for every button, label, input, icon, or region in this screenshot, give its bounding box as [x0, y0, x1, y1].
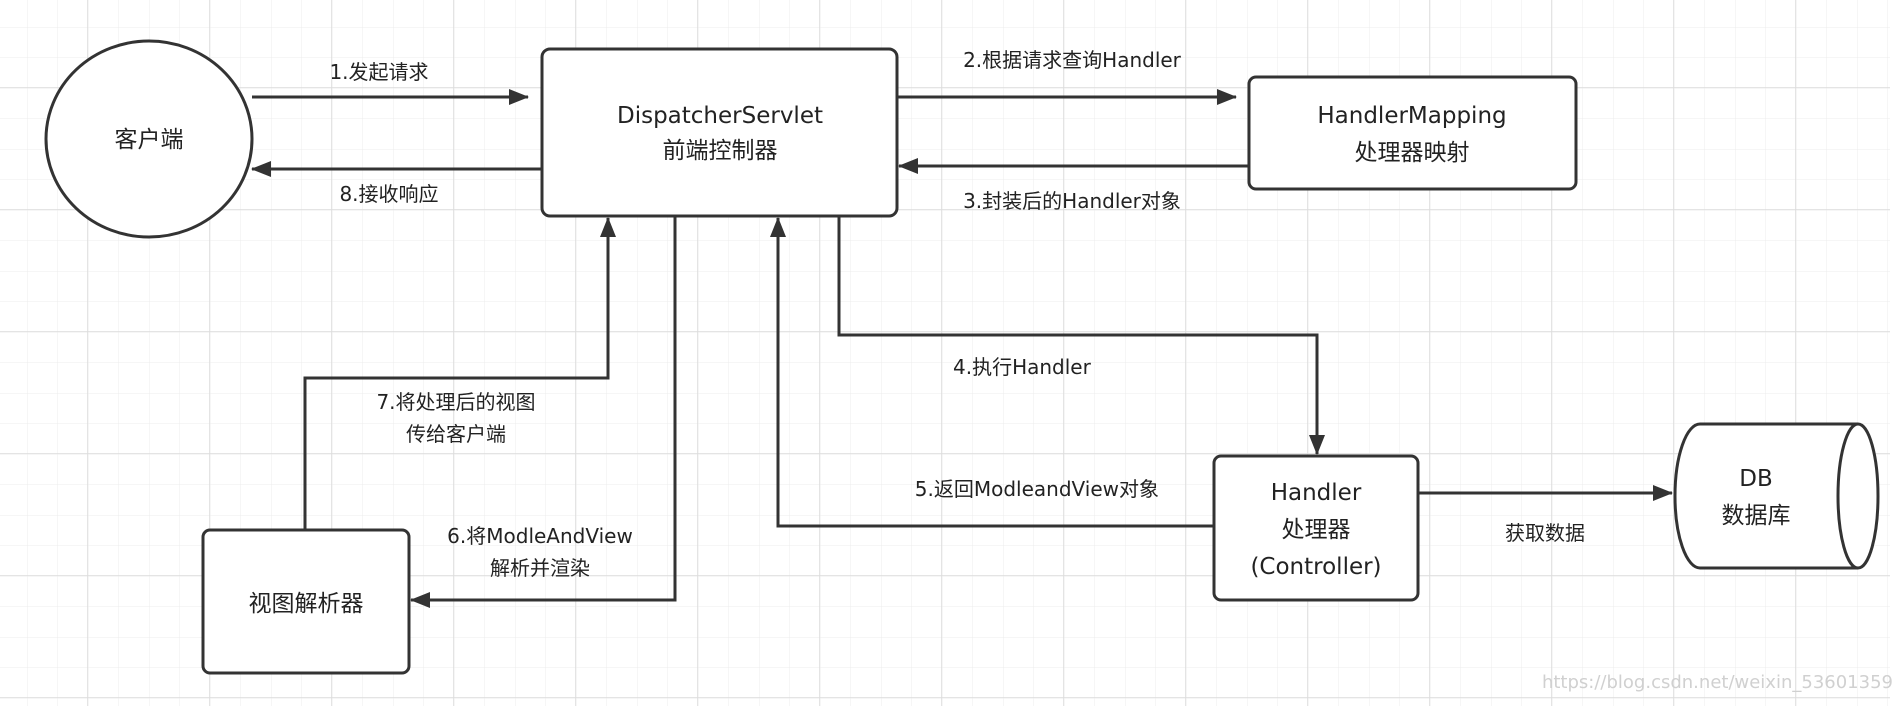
- node-dispatcher-servlet[interactable]: DispatcherServlet 前端控制器: [540, 47, 899, 218]
- node-handler[interactable]: Handler 处理器 (Controller): [1212, 454, 1420, 602]
- edge-5-arrow: [770, 217, 1214, 528]
- edge-7-label-line1: 7.将处理后的视图: [376, 390, 535, 414]
- db-fetch-label: 获取数据: [1505, 521, 1585, 545]
- edge-6-label-line2: 解析并渲染: [490, 556, 590, 580]
- edge-6-arrow: [410, 216, 677, 608]
- edge-4-label: 4.执行Handler: [953, 355, 1092, 379]
- edge-3-label: 3.封装后的Handler对象: [963, 189, 1181, 213]
- db-title: DB: [1739, 466, 1773, 492]
- edge-7-label-line2: 传给客户端: [406, 422, 506, 446]
- handler-mapping-title: HandlerMapping: [1317, 103, 1506, 129]
- edge-8-label: 8.接收响应: [339, 182, 438, 206]
- edge-6-label-line1: 6.将ModleAndView: [447, 524, 633, 548]
- node-client[interactable]: 客户端: [44, 39, 254, 239]
- edge-2-label: 2.根据请求查询Handler: [963, 48, 1182, 72]
- edge-5-label: 5.返回ModleandView对象: [915, 477, 1159, 501]
- view-resolver-label: 视图解析器: [249, 591, 364, 617]
- watermark: https://blog.csdn.net/weixin_53601359: [1542, 672, 1893, 693]
- node-handler-mapping[interactable]: HandlerMapping 处理器映射: [1247, 75, 1578, 191]
- db-subtitle: 数据库: [1722, 503, 1791, 529]
- dispatcher-subtitle: 前端控制器: [663, 138, 778, 164]
- node-database[interactable]: DB 数据库: [1673, 422, 1880, 570]
- edge-7-arrow: [303, 217, 616, 530]
- handler-mapping-subtitle: 处理器映射: [1355, 140, 1470, 166]
- edges: [251, 89, 1673, 608]
- dispatcher-title: DispatcherServlet: [617, 103, 823, 129]
- client-label: 客户端: [115, 127, 184, 153]
- node-view-resolver[interactable]: 视图解析器: [201, 528, 411, 675]
- handler-title: Handler: [1271, 480, 1362, 506]
- edge-1-label: 1.发起请求: [329, 60, 428, 84]
- handler-controller: (Controller): [1250, 554, 1381, 580]
- edge-labels: 1.发起请求 8.接收响应 2.根据请求查询Handler 3.封装后的Hand…: [329, 48, 1585, 580]
- handler-subtitle: 处理器: [1282, 517, 1351, 543]
- edge-4-arrow: [837, 216, 1325, 455]
